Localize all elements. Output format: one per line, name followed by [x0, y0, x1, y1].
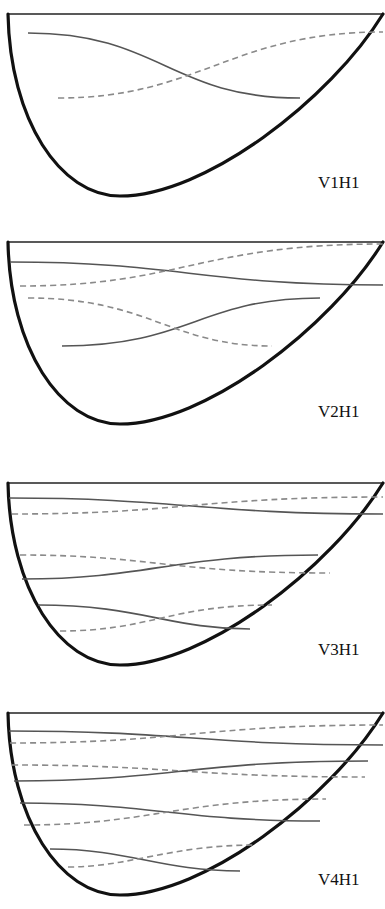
mode-label: V3H1 — [318, 641, 360, 660]
basin-panel — [8, 713, 383, 895]
mode-label: V4H1 — [318, 871, 360, 890]
basin-panel — [8, 483, 383, 665]
basin-panel — [8, 242, 383, 424]
mode-label: V2H1 — [318, 403, 360, 422]
mode-label: V1H1 — [318, 174, 360, 193]
basin-panel — [8, 14, 383, 196]
